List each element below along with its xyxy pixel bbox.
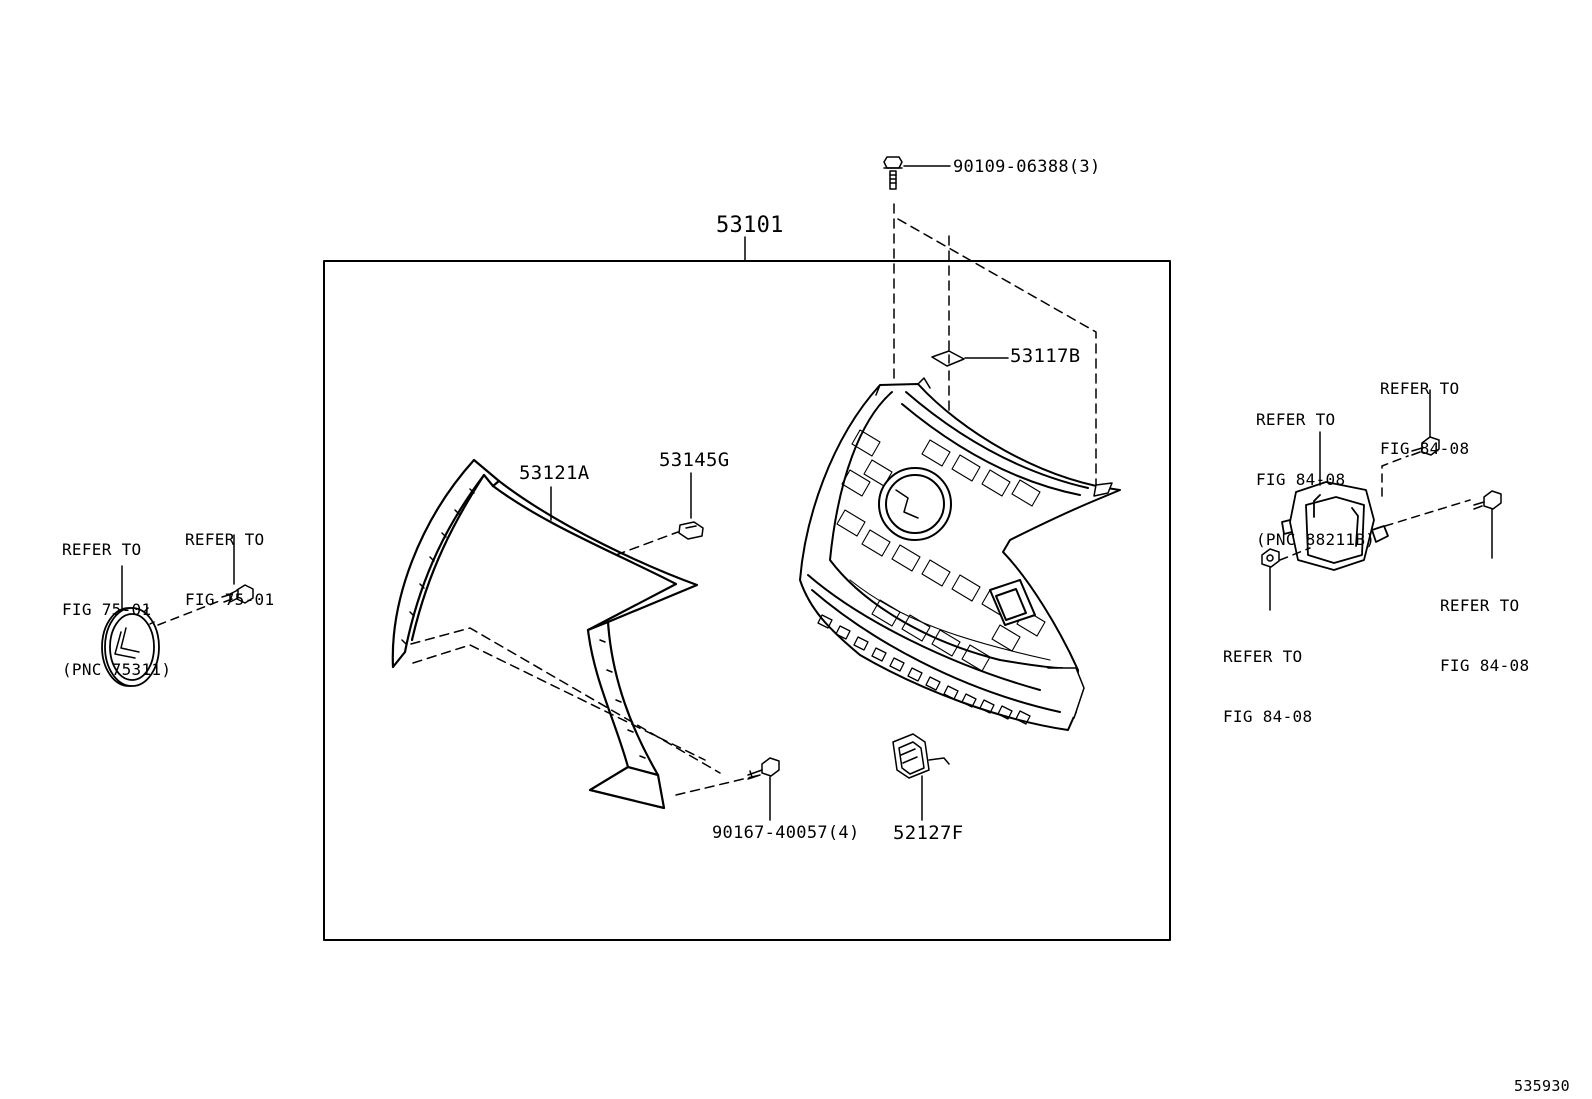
- emblem-reference-line: REFER TO: [62, 540, 142, 559]
- screw-icon: [747, 757, 780, 780]
- sensor-bolt-right-icon: [1473, 490, 1502, 510]
- sensor-bolt-right-reference-line: REFER TO: [1440, 596, 1520, 615]
- bracket-top-icon: [931, 350, 965, 367]
- sensor-reference: REFER TO FIG 84-08 (PNC 88211B): [1256, 370, 1375, 570]
- emblem-reference-line: (PNC 75311): [62, 660, 172, 679]
- sensor-nut-reference-line: REFER TO: [1223, 647, 1303, 666]
- emblem-fastener-reference: REFER TO FIG 75-01: [185, 490, 274, 630]
- screw-label: 90167-40057(4): [712, 823, 860, 843]
- emblem-dashes: [157, 599, 223, 626]
- bolt-top-label: 90109-06388(3): [953, 157, 1101, 177]
- figure-number: 535930: [1514, 1077, 1570, 1095]
- sensor-dashes: [1279, 455, 1471, 561]
- emblem-fastener-icon: [221, 584, 254, 604]
- sensor-bolt-top-reference: REFER TO FIG 84-08: [1380, 339, 1469, 479]
- sensor-nut-reference: REFER TO FIG 84-08: [1223, 607, 1312, 747]
- bolt-top-icon: [883, 156, 903, 190]
- emblem-reference-line: FIG 75-01: [62, 600, 152, 619]
- emblem-fastener-reference-line: FIG 75-01: [185, 590, 275, 609]
- molding-dashes: [410, 531, 761, 796]
- sensor-bolt-right-reference-line: FIG 84-08: [1440, 656, 1530, 675]
- bracket-lower-label: 52127F: [893, 822, 964, 844]
- molding-label: 53121A: [519, 462, 590, 484]
- clip-icon: [678, 521, 704, 540]
- emblem-reference: REFER TO FIG 75-01 (PNC 75311): [62, 500, 171, 700]
- sensor-nut-icon: [1261, 548, 1280, 568]
- assembly-label: 53101: [716, 213, 784, 238]
- sensor-bolt-right-reference: REFER TO FIG 84-08: [1440, 556, 1529, 696]
- sensor-reference-line: (PNC 88211B): [1256, 530, 1376, 549]
- sensor-bolt-top-reference-line: REFER TO: [1380, 379, 1460, 398]
- emblem-fastener-reference-line: REFER TO: [185, 530, 265, 549]
- sensor-reference-line: REFER TO: [1256, 410, 1336, 429]
- bracket-top-label: 53117B: [1010, 345, 1081, 367]
- bracket-lower-icon: [892, 733, 950, 779]
- sensor-bolt-top-reference-line: FIG 84-08: [1380, 439, 1470, 458]
- sensor-reference-line: FIG 84-08: [1256, 470, 1346, 489]
- sensor-icon: [1281, 481, 1389, 571]
- grille-icon: [799, 377, 1121, 731]
- clip-label: 53145G: [659, 449, 730, 471]
- emblem-icon: [101, 607, 160, 687]
- sensor-nut-reference-line: FIG 84-08: [1223, 707, 1313, 726]
- molding-icon: [391, 458, 699, 810]
- assembly-frame: [323, 260, 1171, 941]
- bolt-top-dashes: [893, 203, 1097, 486]
